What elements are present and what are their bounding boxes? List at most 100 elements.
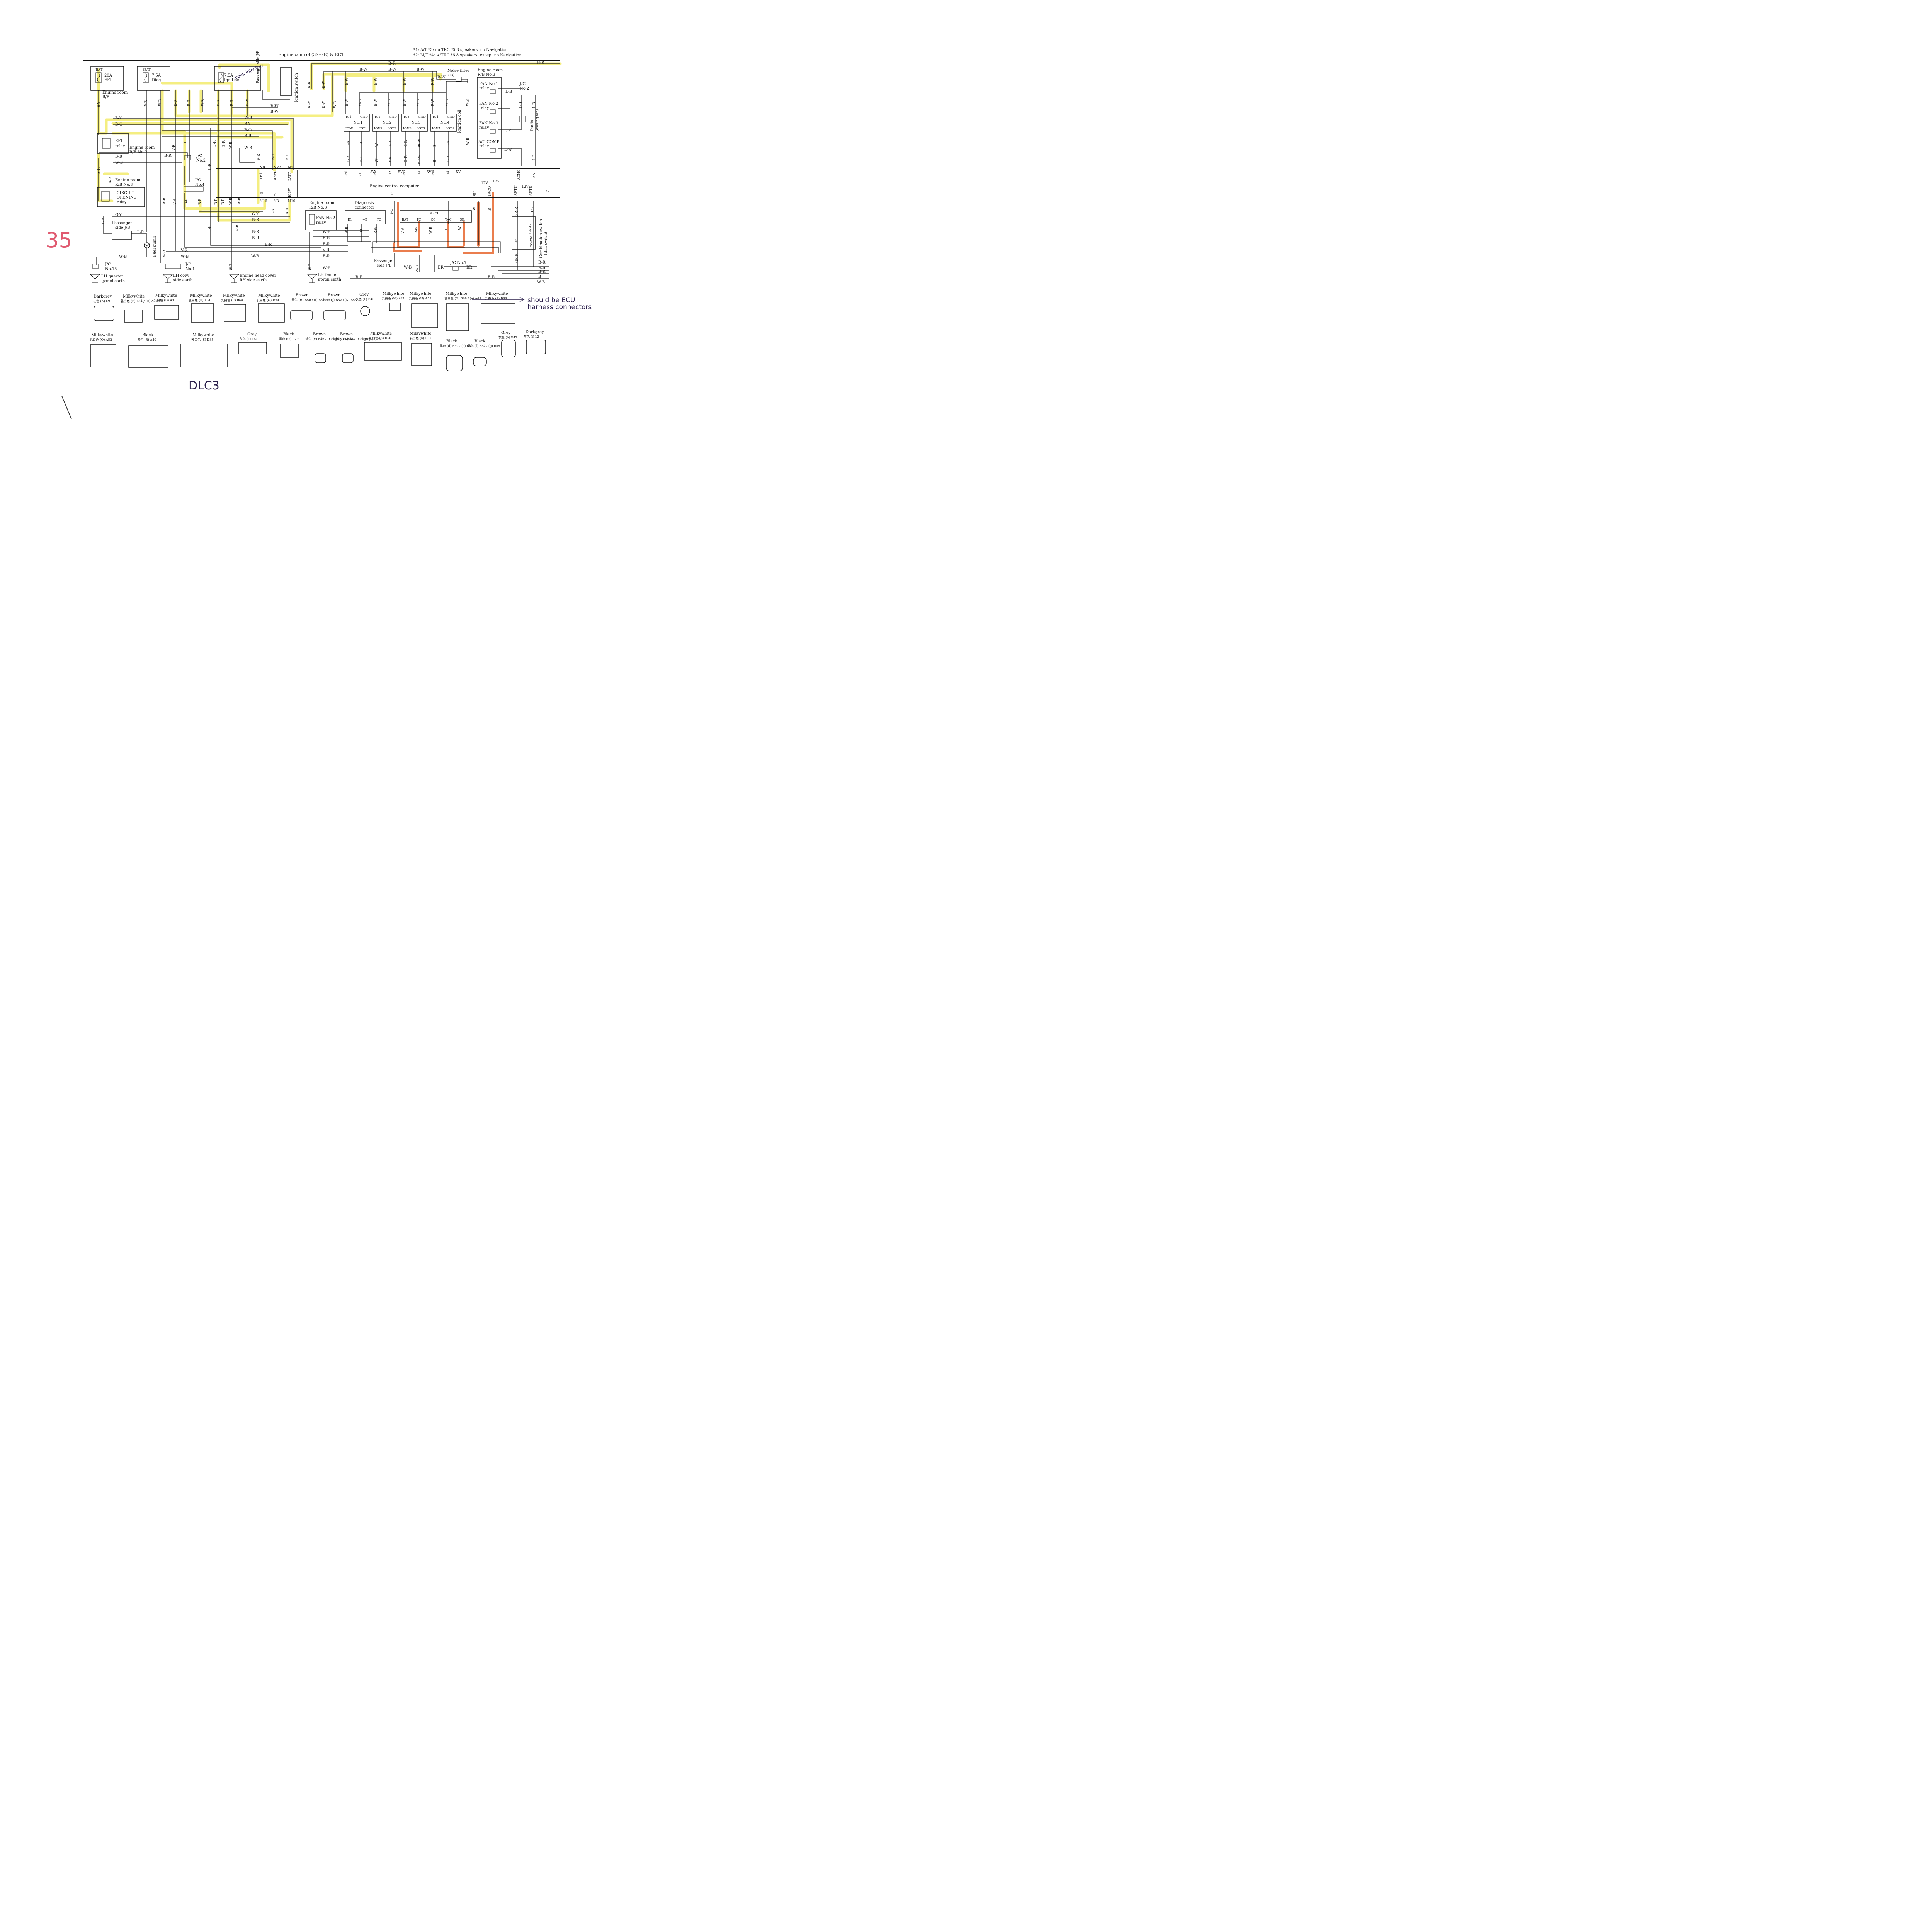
svg-text:Milkywhite: Milkywhite — [123, 294, 145, 299]
ecu-pin-b: +B — [260, 191, 264, 196]
fuel-pump: M Fuel pump — [144, 236, 157, 257]
noise-filter-label: Noise filter — [447, 69, 469, 73]
fuel-pump-label: Fuel pump — [153, 236, 157, 257]
svg-text:L-R: L-R — [447, 141, 451, 147]
circuit-opening-relay: CIRCUIT OPENING relay Engine room R/B No… — [97, 178, 145, 207]
fan2-relay-mid: Engine room R/B No.3 FAN No.2 relay — [305, 201, 337, 230]
ignitor-3-ion: ION3 — [403, 127, 412, 130]
svg-text:黒色 (U) D29: 黒色 (U) D29 — [279, 337, 299, 341]
passenger-jb-bottom-box — [372, 241, 501, 253]
svg-text:B-W: B-W — [322, 81, 326, 88]
efi-relay: EFI relay Engine room R/B No.2 — [97, 133, 155, 155]
svg-text:Brown: Brown — [340, 332, 353, 337]
svg-text:Black: Black — [142, 333, 153, 337]
svg-text:Darkgrey: Darkgrey — [94, 294, 112, 299]
svg-text:SIL: SIL — [473, 190, 477, 196]
svg-text:5V: 5V — [398, 170, 403, 174]
svg-text:B: B — [433, 144, 437, 147]
fuse-diag: (BAT) 7.5A Diag — [137, 66, 170, 91]
svg-text:L-B: L-B — [505, 90, 512, 94]
svg-text:W-B: W-B — [537, 280, 545, 284]
svg-text:W-B: W-B — [416, 265, 420, 272]
ecu-pin-b1: +B1 — [259, 173, 263, 180]
svg-text:W: W — [375, 143, 379, 147]
svg-text:B-W: B-W — [270, 110, 279, 114]
noise-filter: Noise filter (IG) — [447, 69, 471, 83]
combination-switch: UP DOWN Combination switch (shift switch… — [512, 216, 548, 258]
fan2-mid-label-2: relay — [316, 221, 326, 225]
dlc3-sil: SIL — [460, 218, 466, 221]
svg-text:黒色 (f) B54 / (g) B55: 黒色 (f) B54 / (g) B55 — [468, 344, 500, 348]
ignitor-3-gnd: GND — [418, 115, 426, 119]
dlc3-label: DLC3 — [428, 212, 438, 216]
note-line-2: *2: M/T *4: w/TRC *6 8 speakers, except … — [413, 53, 522, 58]
svg-text:B-R: B-R — [265, 243, 272, 247]
engine-room-rb3-label: Engine room — [115, 178, 141, 182]
svg-text:12V: 12V — [543, 190, 550, 194]
ignitor-1-gnd: GND — [360, 115, 368, 119]
ignitor-1-igt: IGT1 — [359, 127, 367, 130]
ecu-pin-igsw: IGSW — [288, 188, 291, 197]
svg-text:W-B: W-B — [429, 226, 433, 234]
svg-text:BR-W: BR-W — [418, 139, 422, 149]
svg-text:B-R: B-R — [388, 61, 396, 66]
svg-text:B-R: B-R — [185, 198, 189, 205]
svg-text:G-R: G-R — [404, 156, 408, 162]
svg-text:L-R: L-R — [102, 218, 105, 224]
svg-text:Milkywhite: Milkywhite — [192, 333, 214, 337]
svg-text:W-B: W-B — [466, 138, 470, 145]
rb3-mid-label-1: Engine room — [309, 201, 335, 205]
svg-text:B-R: B-R — [252, 236, 259, 240]
svg-text:乳白色 (M) A21: 乳白色 (M) A21 — [382, 296, 405, 300]
svg-text:乳白色 (B) L24 / (C) A30: 乳白色 (B) L24 / (C) A30 — [121, 299, 157, 303]
svg-text:B-W: B-W — [345, 78, 349, 85]
svg-text:B-R: B-R — [187, 100, 191, 106]
svg-text:Milkywhite: Milkywhite — [410, 292, 432, 296]
dlc3: DLC3 BAT TC CG TAC SIL — [400, 210, 472, 223]
ignitor-2-igt: IGT2 — [388, 127, 396, 130]
svg-text:GR-G: GR-G — [529, 224, 532, 234]
passenger-jb-bottom-label-1: Passenger — [374, 259, 394, 263]
svg-text:GR-R: GR-R — [515, 207, 519, 216]
jc2-right-label: J/C — [519, 82, 526, 86]
svg-text:B-R: B-R — [208, 163, 212, 170]
ignitor-4-igt: IGT4 — [446, 127, 454, 130]
svg-text:L-R: L-R — [347, 156, 350, 162]
svg-text:乳白色 (G) D24: 乳白色 (G) D24 — [257, 298, 279, 302]
svg-text:B-R: B-R — [97, 167, 101, 174]
svg-text:B-R: B-R — [221, 198, 225, 205]
earth-lh-cowl-1: LH cowl — [173, 274, 189, 278]
circuit-relay-label-2: OPENING — [117, 196, 137, 200]
svg-text:W-B: W-B — [119, 255, 127, 259]
diode-label-2: (cooling fan) — [535, 109, 539, 131]
fuse-efi-rating: 20A — [104, 73, 112, 78]
svg-text:W-B: W-B — [359, 99, 362, 106]
svg-text:B-W: B-W — [359, 68, 367, 72]
jc1-label-1: J/C — [185, 262, 191, 267]
connector-legend: Darkgrey Milkywhite Milkywhite Milkywhit… — [90, 292, 544, 348]
handwritten-ecu-note-2: harness connectors — [527, 303, 592, 311]
svg-text:B-R: B-R — [286, 208, 289, 214]
fan1-label-2: relay — [479, 86, 489, 90]
ignition-switch-label: Ignition switch — [294, 73, 299, 102]
svg-text:B-W: B-W — [345, 99, 349, 106]
svg-text:G-Y: G-Y — [272, 208, 276, 214]
svg-text:茶色 (X) B48 / Darkgrey (Y) B49: 茶色 (X) B48 / Darkgrey (Y) B49 — [334, 337, 384, 341]
svg-text:B-R: B-R — [252, 218, 259, 222]
fan2-label-2: relay — [479, 106, 489, 110]
ecu-pin-n3: N3 — [274, 199, 279, 203]
fuse-diag-name: Diag — [152, 78, 161, 82]
svg-text:Y-R: Y-R — [389, 141, 393, 147]
diode-cooling-fan: Diode (cooling fan) J/C No.2 — [519, 82, 539, 131]
svg-text:W-B: W-B — [417, 99, 420, 106]
svg-text:Black: Black — [446, 339, 457, 344]
vertical-wire-labels: B-Y V-R W-B B-R B-R W-B B-R B-R B-W R-R … — [97, 78, 536, 272]
svg-text:W: W — [375, 158, 379, 162]
earth-head-cover-2: RH side earth — [240, 278, 267, 282]
ecu-power-block: +B1 MREL BATT +B FC IGSW N8 N22 N1 N16 N… — [255, 166, 298, 203]
svg-text:Black: Black — [283, 332, 294, 337]
ecu-label: Engine control computer — [370, 184, 419, 189]
svg-text:W-B: W-B — [229, 141, 233, 149]
jc15-label-1: J/C — [105, 262, 111, 267]
svg-text:B-W: B-W — [417, 68, 425, 72]
